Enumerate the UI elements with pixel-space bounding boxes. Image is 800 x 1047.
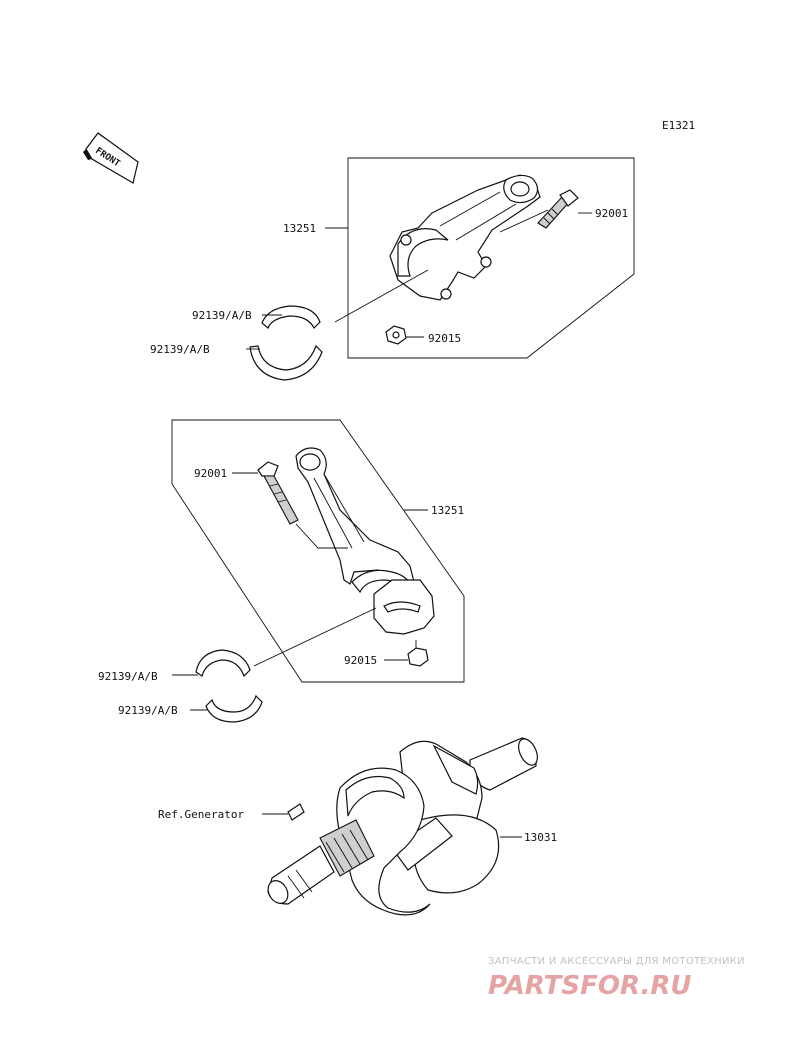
label-bolt-lower: 92001 bbox=[194, 467, 227, 480]
label-rod-upper: 13251 bbox=[283, 222, 316, 235]
label-nut-upper: 92015 bbox=[428, 332, 461, 345]
label-crankshaft: 13031 bbox=[524, 831, 557, 844]
diagram-code: E1321 bbox=[662, 119, 695, 132]
upper-rod-group: 13251 92001 92015 bbox=[283, 157, 635, 359]
label-bearing-upper-a: 92139/A/B bbox=[192, 309, 252, 322]
label-bearing-lower-b: 92139/A/B bbox=[118, 704, 178, 717]
label-bearing-upper-b: 92139/A/B bbox=[150, 343, 210, 356]
label-rod-lower: 13251 bbox=[431, 504, 464, 517]
label-nut-lower: 92015 bbox=[344, 654, 377, 667]
crankshaft bbox=[267, 737, 538, 916]
upper-bearing-shells: 92139/A/B 92139/A/B bbox=[150, 305, 323, 381]
label-ref-generator: Ref.Generator bbox=[158, 808, 244, 821]
lower-nut bbox=[407, 647, 429, 667]
lower-connecting-rod bbox=[295, 447, 435, 635]
woodruff-key bbox=[287, 803, 305, 821]
lower-bolt bbox=[257, 461, 299, 525]
watermark-tagline: ЗАПЧАСТИ И АКСЕССУАРЫ ДЛЯ МОТОТЕХНИКИ bbox=[488, 956, 745, 967]
label-bearing-lower-a: 92139/A/B bbox=[98, 670, 158, 683]
upper-bolt bbox=[537, 189, 579, 229]
lower-rod-group: 92001 13251 92015 bbox=[171, 419, 465, 683]
upper-connecting-rod bbox=[389, 174, 541, 301]
lower-bearing-shells: 92139/A/B 92139/A/B bbox=[98, 649, 263, 723]
watermark-brand: PARTSFOR.RU bbox=[488, 971, 691, 1001]
upper-group-outline bbox=[347, 157, 635, 359]
front-arrow-icon: FRONT bbox=[83, 132, 139, 184]
crankshaft-gear bbox=[319, 819, 375, 877]
label-bolt-upper: 92001 bbox=[595, 207, 628, 220]
lower-group-outline bbox=[171, 419, 465, 683]
